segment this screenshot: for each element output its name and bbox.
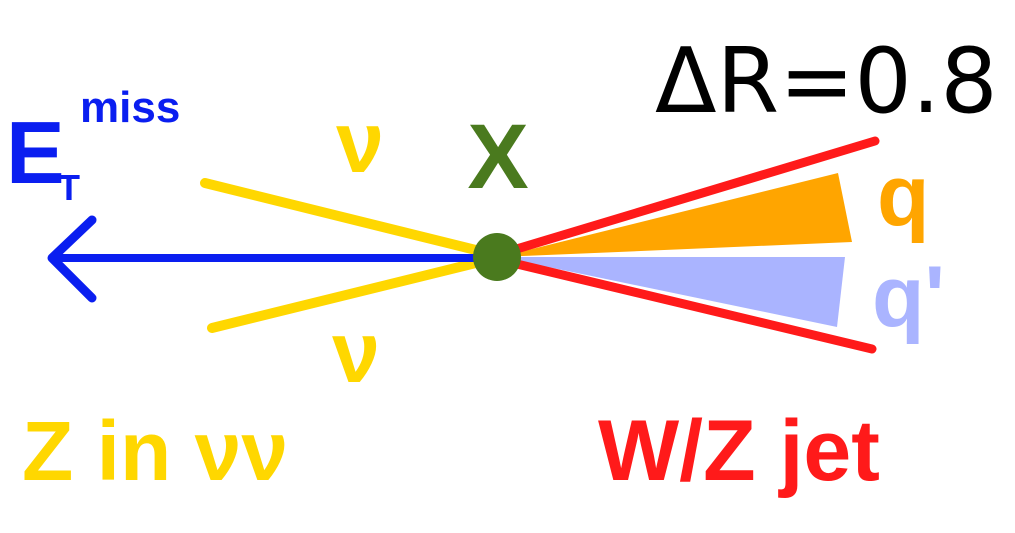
met-label-main: E — [6, 103, 65, 202]
vertex-label: X — [467, 106, 528, 208]
neutrino-lower-line — [207, 253, 501, 333]
met-label-subscript: T — [58, 167, 80, 208]
vertex-dot — [473, 233, 521, 281]
met-label-superscript: miss — [80, 83, 180, 132]
cone-size-label: ΔR=0.8 — [655, 29, 998, 134]
z-decay-label: Z in νν — [22, 404, 288, 498]
neutrino-upper-line — [200, 178, 501, 260]
neutrino-lower-label: ν — [332, 305, 380, 401]
neutrino-upper-label: ν — [336, 95, 384, 191]
jet-label: W/Z jet — [598, 403, 880, 499]
antiquark-label: q' — [872, 249, 945, 345]
jet-cone-upper-line — [495, 136, 880, 259]
quark-wedge — [500, 173, 852, 257]
jet-cone-lower-line — [495, 255, 877, 354]
antiquark-wedge — [500, 257, 845, 327]
quark-label: q — [877, 148, 930, 244]
met-arrow-head — [47, 215, 97, 303]
